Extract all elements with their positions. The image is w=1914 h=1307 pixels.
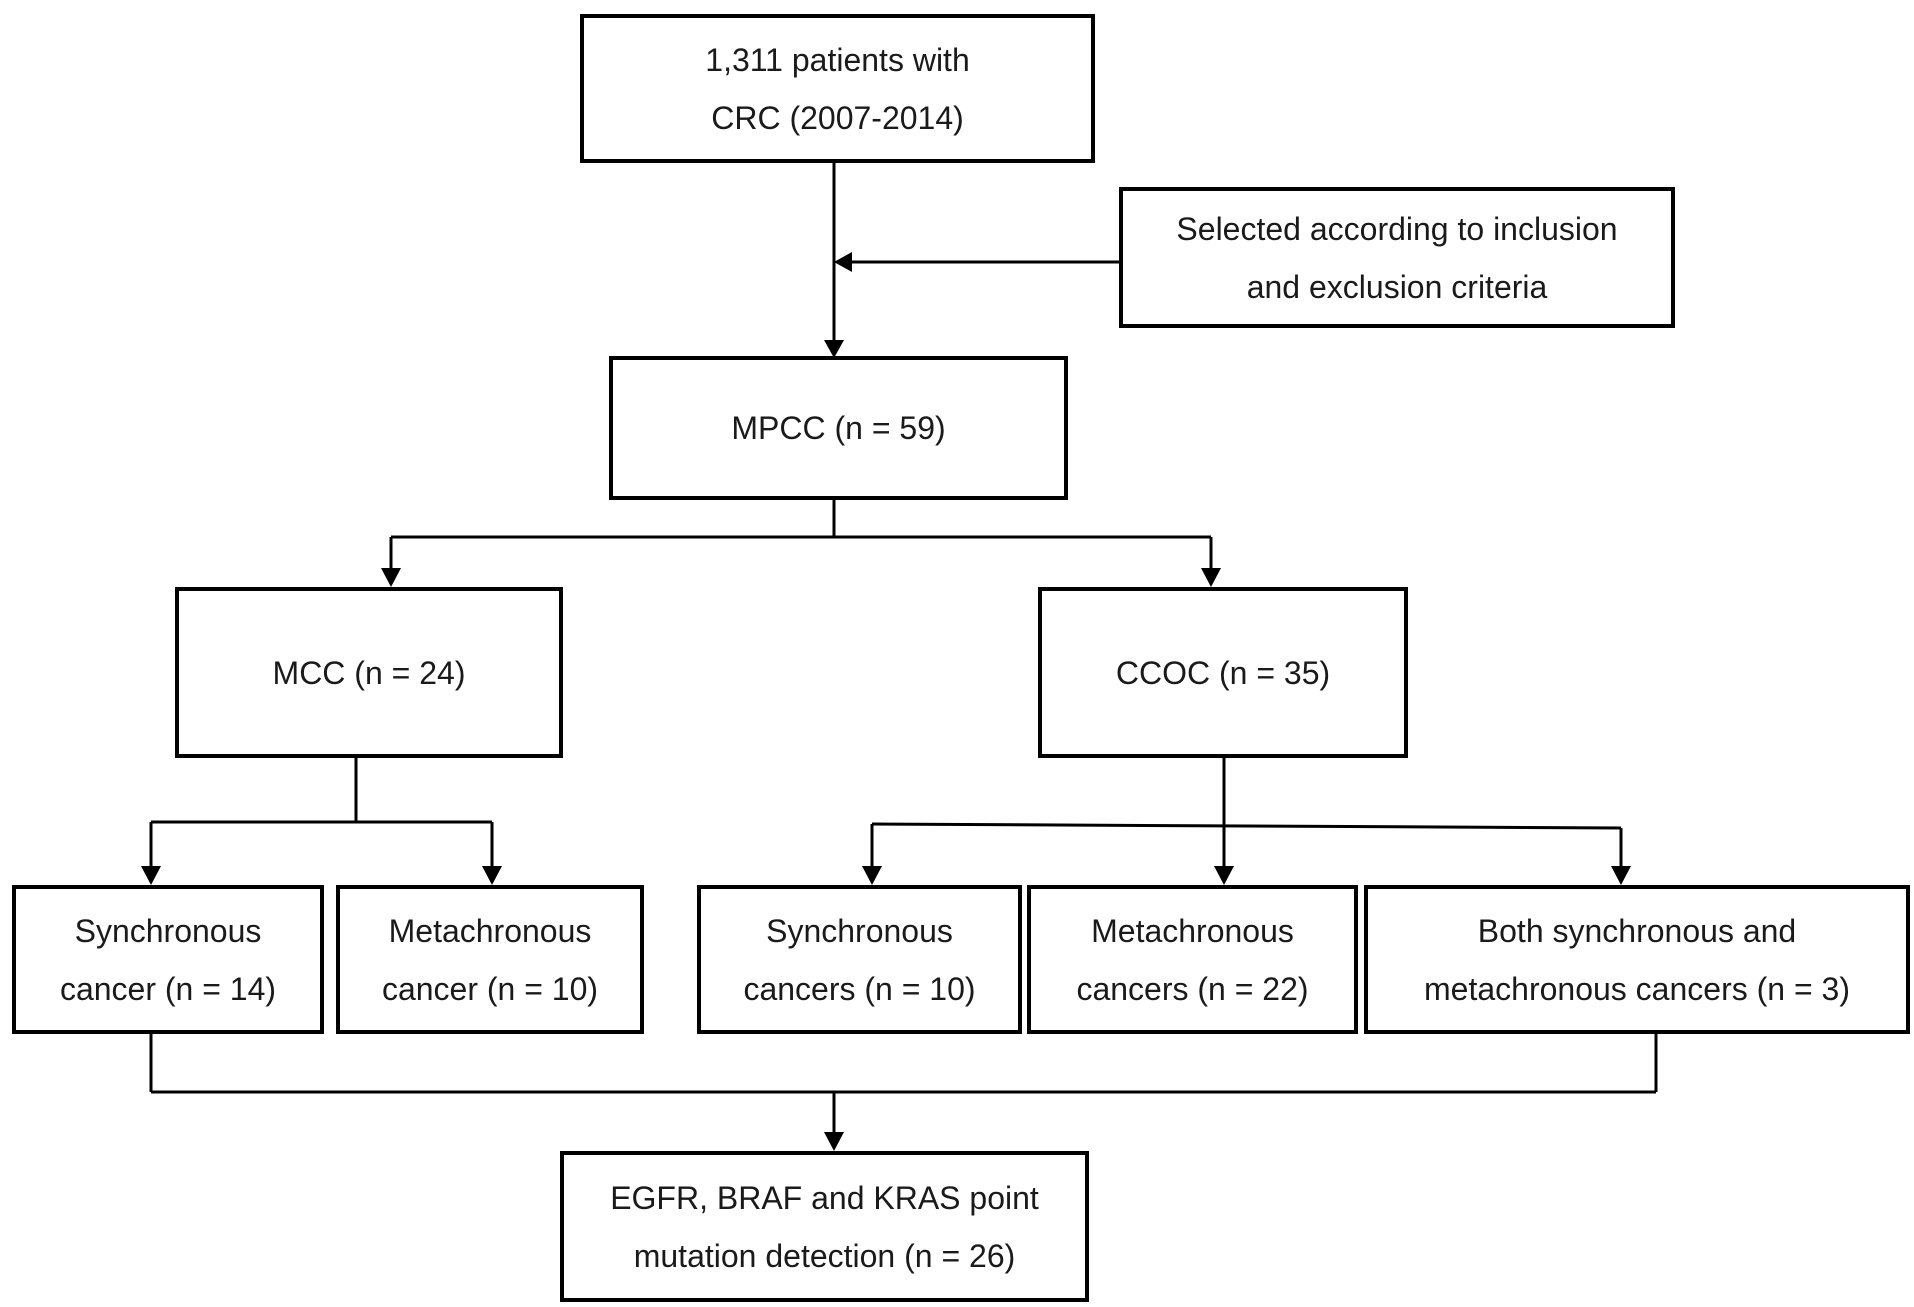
arrowhead-ccoc-both <box>1611 866 1631 885</box>
arrowhead-ccoc-metachronous <box>1214 866 1234 885</box>
mcc-synchronous-line-2: cancer (n = 14) <box>59 970 277 1007</box>
mcc-metachronous-line-2: cancer (n = 10) <box>381 970 599 1007</box>
arrowhead-mpcc <box>824 340 844 358</box>
ccoc-box: CCOC (n = 35) <box>1038 587 1408 758</box>
ccoc-both-box: Both synchronous and metachronous cancer… <box>1364 885 1910 1034</box>
mutation-detection-box: EGFR, BRAF and KRAS point mutation detec… <box>560 1151 1089 1302</box>
mcc-metachronous-line-1: Metachronous <box>388 912 592 949</box>
ccoc-synchronous-line-1: Synchronous <box>766 912 953 949</box>
ccoc-both-line-1: Both synchronous and <box>1477 912 1797 949</box>
crc-patients-line-1: 1,311 patients with <box>705 41 970 78</box>
connector-ccoc-split <box>871 822 1622 830</box>
ccoc-line-1: CCOC (n = 35) <box>1115 654 1331 691</box>
mpcc-box: MPCC (n = 59) <box>609 356 1068 500</box>
ccoc-metachronous-line-2: cancers (n = 22) <box>1076 970 1309 1007</box>
mcc-synchronous-box: Synchronous cancer (n = 14) <box>12 885 324 1034</box>
ccoc-metachronous-line-1: Metachronous <box>1091 912 1294 949</box>
mcc-metachronous-box: Metachronous cancer (n = 10) <box>336 885 644 1034</box>
mutation-detection-line-1: EGFR, BRAF and KRAS point <box>610 1179 1039 1216</box>
mcc-synchronous-line-1: Synchronous <box>74 912 262 949</box>
mpcc-line-1: MPCC (n = 59) <box>731 410 946 446</box>
selection-criteria-box: Selected according to inclusion and excl… <box>1119 187 1675 328</box>
mcc-box: MCC (n = 24) <box>175 587 563 758</box>
crc-patients-line-2: CRC (2007-2014) <box>711 99 964 136</box>
ccoc-metachronous-box: Metachronous cancers (n = 22) <box>1027 885 1358 1034</box>
arrowhead-ccoc-synchronous <box>862 866 882 885</box>
arrowhead-mutation <box>824 1132 844 1151</box>
selection-criteria-line-1: Selected according to inclusion <box>1176 210 1618 247</box>
selection-criteria-line-2: and exclusion criteria <box>1246 268 1548 305</box>
arrowhead-ccoc <box>1201 568 1221 587</box>
ccoc-synchronous-box: Synchronous cancers (n = 10) <box>697 885 1022 1034</box>
arrowhead-mcc-metachronous <box>482 866 502 885</box>
mcc-line-1: MCC (n = 24) <box>272 654 466 691</box>
mutation-detection-line-2: mutation detection (n = 26) <box>633 1237 1016 1274</box>
arrowhead-mcc-synchronous <box>141 866 161 885</box>
ccoc-synchronous-line-2: cancers (n = 10) <box>743 970 976 1007</box>
ccoc-both-line-2: metachronous cancers (n = 3) <box>1424 970 1850 1007</box>
crc-patients-box: 1,311 patients with CRC (2007-2014) <box>580 14 1095 163</box>
arrowhead-selection <box>834 252 852 272</box>
arrowhead-mcc <box>381 568 401 587</box>
